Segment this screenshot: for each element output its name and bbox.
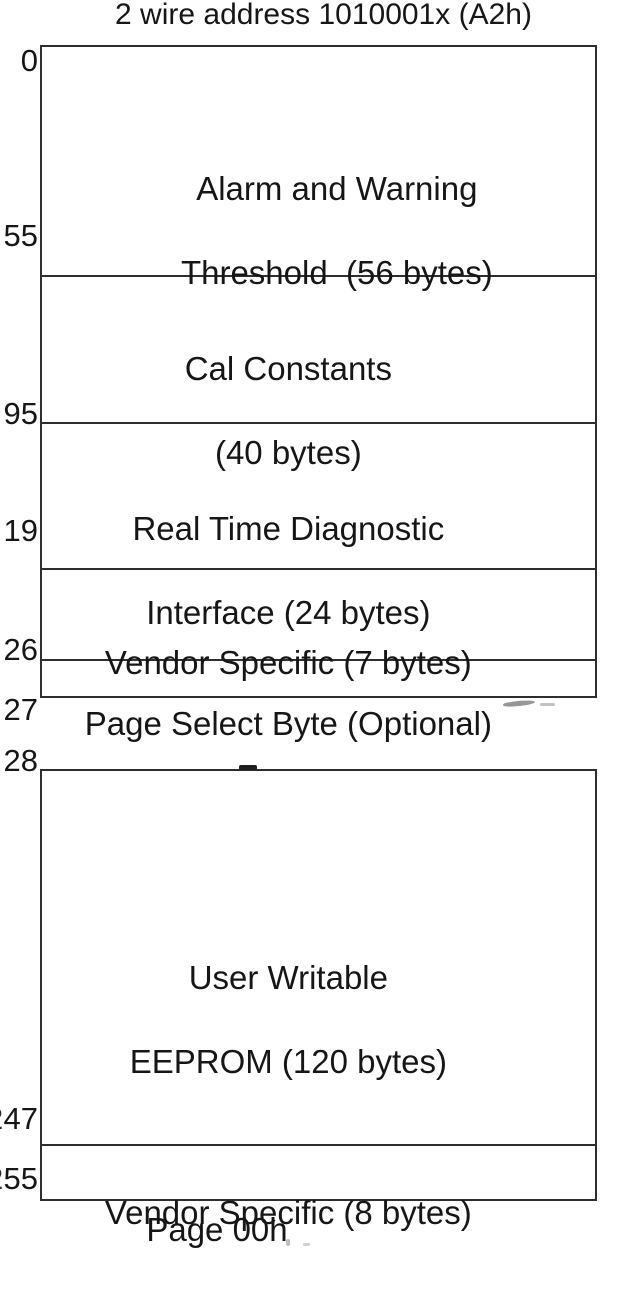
stray-dash-mark xyxy=(239,765,257,770)
section-line: EEPROM (120 bytes) xyxy=(129,1043,447,1080)
section-line: Real Time Diagnostic xyxy=(132,510,445,547)
faint-speck-mark xyxy=(303,1243,310,1246)
faint-speck-mark xyxy=(286,1239,290,1246)
address-label-126-clipped: 26 xyxy=(3,632,38,667)
diagram-title: 2 wire address 1010001x (A2h) xyxy=(115,0,532,31)
memory-box-upper xyxy=(40,45,597,698)
section-line: Threshold (56 bytes) xyxy=(180,254,493,291)
section-line: Page Select Byte (Optional) xyxy=(84,705,492,742)
clipped-digit-sliver: 2 xyxy=(0,1163,3,1193)
divider-alarm-cal xyxy=(40,275,597,277)
section-line: Vendor Specific (7 bytes) xyxy=(104,644,472,681)
section-line: Vendor Specific (8 bytes) xyxy=(104,1194,472,1231)
divider-eeprom-vendor8 xyxy=(40,1144,597,1146)
section-vendor-specific-7: Vendor Specific (7 bytes) xyxy=(0,600,540,726)
section-line: User Writable xyxy=(188,959,388,996)
address-label-247-clipped: 47 xyxy=(3,1101,38,1136)
address-label-128-clipped: 28 xyxy=(3,743,38,778)
divider-rtd-vendor7 xyxy=(40,568,597,570)
section-alarm-warning-threshold: Alarm and Warning Threshold (56 bytes) xyxy=(40,126,597,336)
section-line: Alarm and Warning xyxy=(196,170,478,207)
address-label-55: 55 xyxy=(3,218,38,253)
address-label-119-clipped: 19 xyxy=(3,513,38,548)
section-real-time-diagnostic: Real Time Diagnostic Interface (24 bytes… xyxy=(0,466,540,676)
divider-vendor7-pageselect xyxy=(40,659,597,661)
faint-smudge-mark xyxy=(540,703,555,706)
section-user-writable-eeprom: User Writable EEPROM (120 bytes) xyxy=(0,915,540,1125)
section-line: Interface (24 bytes) xyxy=(146,594,431,631)
memory-box-lower xyxy=(40,769,597,1201)
section-vendor-specific-8: Vendor Specific (8 bytes) xyxy=(0,1150,540,1276)
clipped-digit-sliver: 2 xyxy=(0,1103,3,1133)
address-label-255-clipped: 55 xyxy=(3,1161,38,1196)
page-footer-label: Page 00h xyxy=(146,1211,288,1248)
divider-cal-rtd xyxy=(40,422,597,424)
section-line: (40 bytes) xyxy=(214,434,362,471)
section-page-select-byte: Page Select Byte (Optional) xyxy=(0,661,540,787)
address-label-0: 0 xyxy=(20,43,38,78)
address-label-95: 95 xyxy=(3,396,38,431)
section-cal-constants: Cal Constants (40 bytes) xyxy=(0,306,540,516)
section-line: Cal Constants xyxy=(184,350,392,387)
address-label-127-clipped: 27 xyxy=(3,692,38,727)
